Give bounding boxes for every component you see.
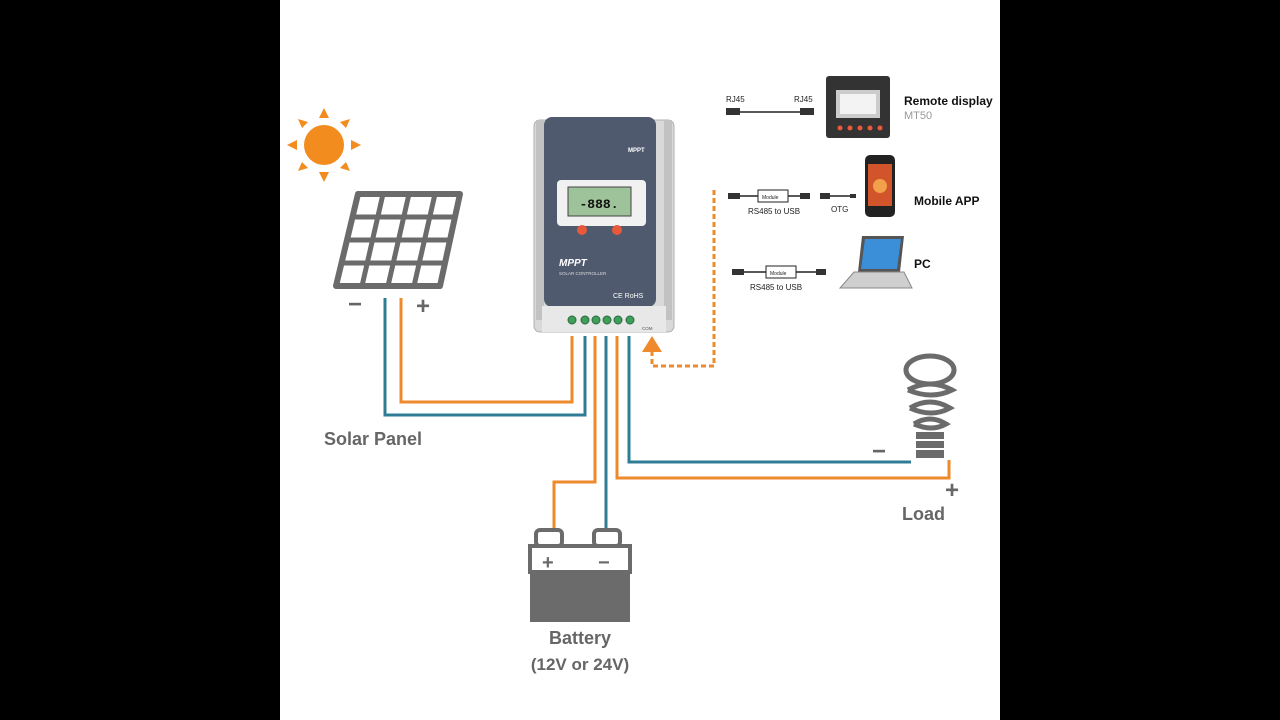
rs485-usb-label-1: RS485 to USB — [748, 207, 800, 216]
wires — [383, 190, 951, 528]
com-arrow-icon — [642, 336, 662, 352]
otg-label: OTG — [831, 205, 848, 214]
sun-icon — [287, 108, 361, 182]
mppt-controller: -888. MPPT MPPT SOLAR CONTROLLER CE RoHS… — [533, 117, 675, 333]
battery-label: Battery — [549, 628, 611, 648]
controller-model: MPPT — [559, 258, 588, 269]
module-label-1: Module — [762, 195, 779, 201]
solar-panel-label: Solar Panel — [324, 429, 422, 449]
battery-positive-wire — [552, 336, 597, 528]
diagram-svg: − + -888. MPPT MPPT SOLAR CONTROLLER CE … — [287, 76, 993, 674]
load-negative-wire — [627, 336, 911, 464]
load-minus-sign: − — [872, 438, 886, 465]
wiring-diagram: − + -888. MPPT MPPT SOLAR CONTROLLER CE … — [280, 0, 1000, 720]
battery-voltage-label: (12V or 24V) — [531, 655, 629, 674]
solar-panel-icon — [333, 191, 463, 289]
solar-plus-sign: + — [416, 293, 430, 320]
controller-subtitle: SOLAR CONTROLLER — [559, 271, 607, 276]
rs485-usb-label-2: RS485 to USB — [750, 283, 802, 292]
pc-label: PC — [914, 257, 931, 271]
mobile-app-label: Mobile APP — [914, 194, 980, 208]
load-label: Load — [902, 504, 945, 524]
rs485-usb-cable-2-icon — [732, 265, 826, 279]
solar-positive-wire — [399, 298, 574, 404]
rj45-right-label: RJ45 — [794, 95, 813, 104]
remote-display-label: Remote display — [904, 94, 993, 108]
laptop-icon — [838, 236, 913, 289]
solar-minus-sign: − — [348, 291, 362, 318]
battery-plus-sign: + — [542, 552, 554, 574]
module-label-2: Module — [770, 271, 787, 277]
controller-brand: MPPT — [628, 148, 645, 154]
com-port-label: COM — [642, 326, 653, 331]
load-positive-wire — [615, 336, 951, 480]
battery-minus-sign: − — [598, 552, 610, 574]
rs485-usb-cable-1-icon — [728, 189, 856, 203]
terminal-block — [567, 315, 635, 325]
controller-cert: CE RoHS — [613, 293, 644, 300]
smartphone-icon — [865, 155, 895, 217]
remote-display-model: MT50 — [904, 110, 932, 122]
com-wire — [650, 190, 716, 368]
load-plus-sign: + — [945, 477, 959, 504]
rj45-cable-icon — [726, 108, 814, 115]
solar-negative-wire — [383, 298, 587, 417]
light-bulb-icon — [903, 353, 958, 458]
remote-display-icon — [826, 76, 890, 138]
battery-icon: + − — [528, 528, 632, 622]
lcd-readout: -888. — [579, 197, 618, 212]
rj45-left-label: RJ45 — [726, 95, 745, 104]
